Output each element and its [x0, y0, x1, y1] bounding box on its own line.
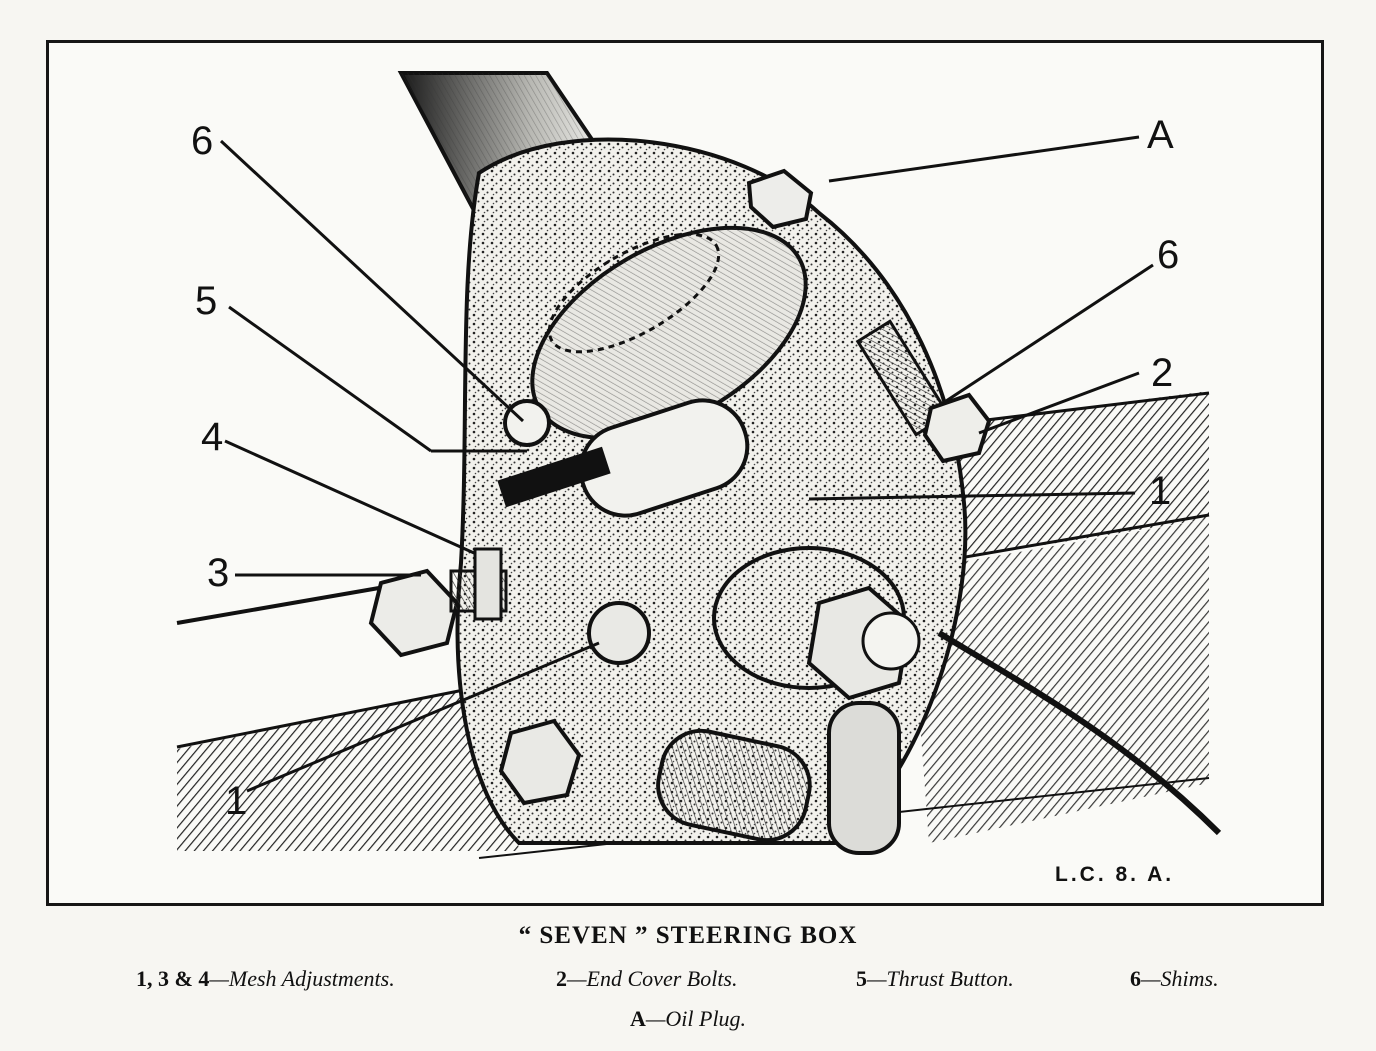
callout-1-lower: 1 — [225, 779, 248, 823]
legend-end-cover-bolts: 2—End Cover Bolts. — [556, 966, 738, 992]
legend-text: —End Cover Bolts. — [567, 966, 738, 991]
caption-title: “ SEVEN ” STEERING BOX — [518, 922, 858, 949]
legend-number: 5 — [856, 966, 867, 991]
legend-text: —Shims. — [1141, 966, 1219, 991]
end-cover-bolt — [855, 319, 992, 464]
steering-box-illustration — [176, 71, 1222, 859]
legend-oil-plug: A—Oil Plug. — [0, 1006, 1376, 1032]
drop-arm — [827, 701, 901, 855]
legend-number: 1, 3 & 4 — [136, 966, 210, 991]
callout-1-right: 1 — [1149, 469, 1172, 513]
figure-frame: 6 5 4 3 1 A 6 2 1 L.C. 8. A. — [46, 40, 1324, 906]
cable — [937, 630, 1222, 836]
legend-number: 6 — [1130, 966, 1141, 991]
callout-3: 3 — [207, 551, 230, 595]
leader-lines — [219, 135, 1154, 793]
drop-arm-shaft — [712, 546, 921, 701]
legend-number: A — [629, 1006, 646, 1031]
oil-plug — [746, 168, 814, 230]
legend-text: —Oil Plug. — [645, 1006, 747, 1031]
callout-2: 2 — [1151, 351, 1174, 395]
legend-text: —Thrust Button. — [867, 966, 1014, 991]
plate-reference: L.C. 8. A. — [1055, 863, 1175, 886]
legend-thrust-button: 5—Thrust Button. — [856, 966, 1014, 992]
callout-6-left: 6 — [191, 119, 214, 163]
lower-bolts — [498, 601, 812, 843]
legend-mesh-adjustments: 1, 3 & 4—Mesh Adjustments. — [136, 966, 395, 992]
callout-4: 4 — [201, 415, 224, 459]
callout-a: A — [1147, 113, 1174, 157]
legend-number: 2 — [556, 966, 567, 991]
callout-6-right: 6 — [1157, 233, 1180, 277]
callout-5: 5 — [195, 279, 218, 323]
rocker-arm — [497, 398, 750, 518]
adjusting-bolt — [368, 547, 508, 658]
legend-text: —Mesh Adjustments. — [209, 966, 395, 991]
legend-shims: 6—Shims. — [1130, 966, 1219, 992]
